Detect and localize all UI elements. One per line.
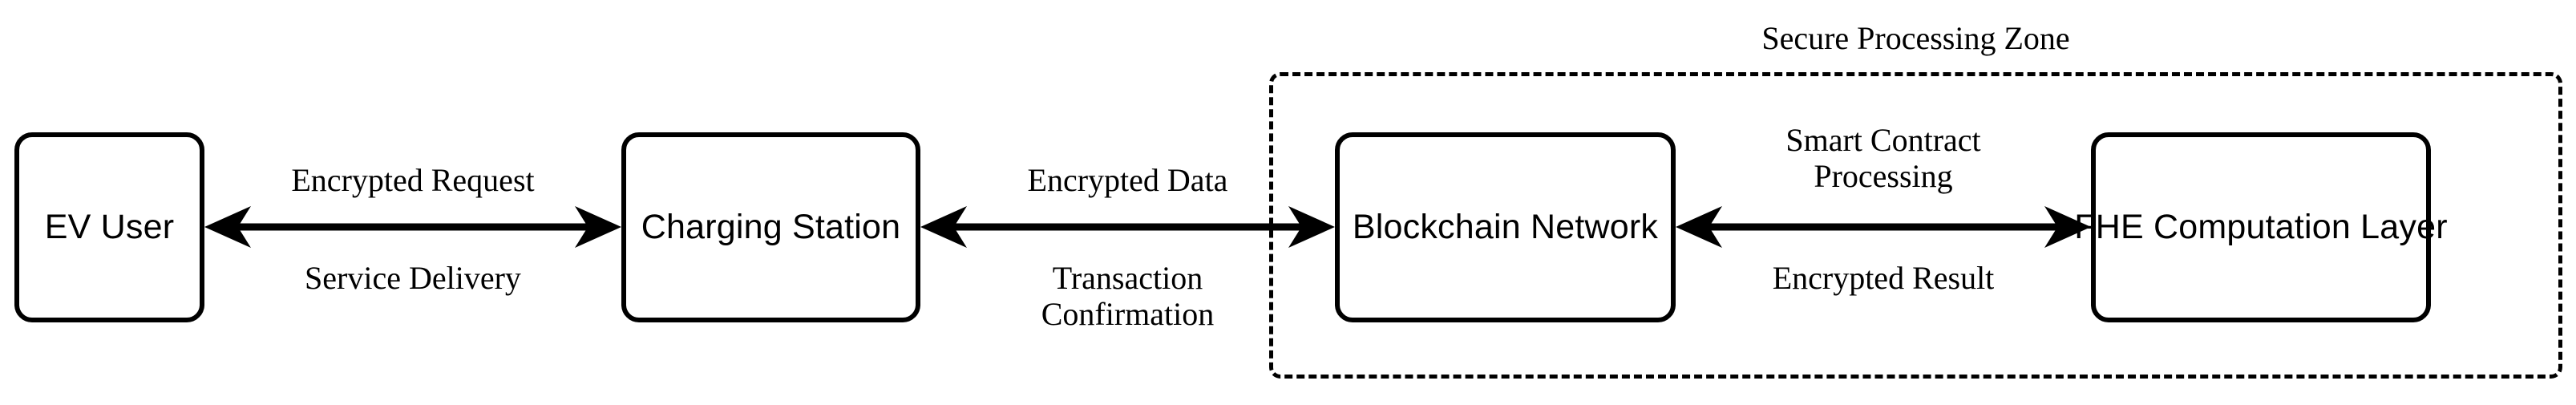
node-label-fhe-computation-layer: FHE Computation Layer — [2074, 208, 2448, 246]
connector-label-service-delivery: Service Delivery — [305, 260, 521, 296]
node-ev-user[interactable]: EV User — [14, 132, 204, 322]
secure-processing-zone-title: Secure Processing Zone — [1761, 20, 2070, 56]
connector-label-encrypted-data: Encrypted Data — [1027, 162, 1228, 198]
node-blockchain-network[interactable]: Blockchain Network — [1335, 132, 1676, 322]
connector-ev-user-charging-station — [204, 206, 621, 248]
node-label-ev-user: EV User — [44, 208, 175, 246]
connector-blockchain-network-fhe-computation-layer — [1676, 206, 2091, 248]
connector-label-encrypted-result: Encrypted Result — [1772, 260, 1995, 296]
connector-label-encrypted-request: Encrypted Request — [291, 162, 535, 198]
node-label-blockchain-network: Blockchain Network — [1352, 208, 1659, 246]
node-fhe-computation-layer[interactable]: FHE Computation Layer — [2074, 132, 2448, 322]
connector-charging-station-blockchain-network — [920, 206, 1335, 248]
node-charging-station[interactable]: Charging Station — [621, 132, 920, 322]
node-label-charging-station: Charging Station — [641, 208, 901, 246]
